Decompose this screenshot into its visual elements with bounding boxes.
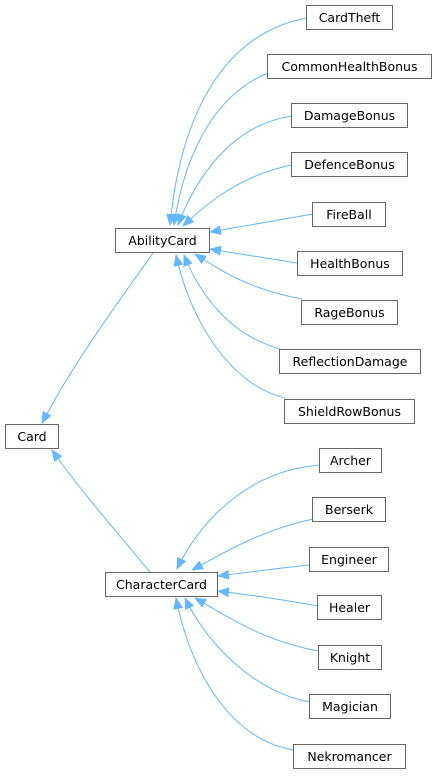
node-label-shieldrowbonus: ShieldRowBonus (298, 404, 401, 419)
edge-fireball-to-abilitycard (209, 213, 314, 236)
node-label-card: Card (17, 429, 46, 444)
node-label-nekromancer: Nekromancer (307, 749, 392, 764)
edge-nekromancer-to-charactercard (173, 597, 295, 751)
edge-engineer-to-charactercard (217, 564, 310, 580)
edge-healthbonus-to-abilitycard (209, 245, 298, 264)
edge-healer-to-charactercard (217, 587, 319, 607)
edge-knight-to-charactercard (194, 597, 319, 652)
node-engineer[interactable]: Engineer (309, 547, 389, 572)
node-berserk[interactable]: Berserk (312, 497, 386, 522)
node-label-berserk: Berserk (325, 502, 374, 517)
node-label-healer: Healer (329, 600, 371, 615)
node-label-magician: Magician (322, 699, 378, 714)
edge-ragebonus-to-abilitycard (194, 253, 303, 300)
node-damagebonus[interactable]: DamageBonus (291, 103, 408, 128)
node-shieldrowbonus[interactable]: ShieldRowBonus (284, 399, 415, 424)
node-label-knight: Knight (330, 650, 370, 665)
node-archer[interactable]: Archer (319, 448, 382, 473)
edge-shieldrowbonus-to-abilitycard (173, 254, 286, 399)
node-label-fireball: FireBall (326, 207, 372, 222)
node-label-cardtheft: CardTheft (319, 10, 381, 25)
edge-magician-to-charactercard (184, 597, 310, 703)
node-defencebonus[interactable]: DefenceBonus (291, 152, 408, 177)
node-fireball[interactable]: FireBall (312, 202, 386, 227)
edge-abilitycard-to-card (41, 252, 154, 424)
edge-defencebonus-to-abilitycard (182, 164, 293, 227)
node-ragebonus[interactable]: RageBonus (301, 300, 398, 325)
node-reflectiondamage[interactable]: ReflectionDamage (279, 349, 421, 374)
node-label-charactercard: CharacterCard (116, 577, 207, 592)
node-knight[interactable]: Knight (318, 645, 382, 670)
edge-cardtheft-to-abilitycard (166, 17, 307, 226)
class-nodes: Card AbilityCard CharacterCard CardTheft… (5, 5, 432, 769)
node-healthbonus[interactable]: HealthBonus (297, 251, 403, 276)
edge-reflectiondamage-to-abilitycard (183, 254, 281, 350)
node-label-defencebonus: DefenceBonus (304, 157, 394, 172)
node-magician[interactable]: Magician (309, 694, 391, 719)
edge-archer-to-charactercard (176, 464, 321, 570)
node-cardtheft[interactable]: CardTheft (306, 5, 393, 30)
node-label-abilitycard: AbilityCard (128, 233, 196, 248)
node-abilitycard[interactable]: AbilityCard (115, 228, 210, 253)
node-label-healthbonus: HealthBonus (310, 256, 390, 271)
edge-damagebonus-to-abilitycard (177, 115, 293, 226)
node-card[interactable]: Card (5, 424, 59, 449)
node-nekromancer[interactable]: Nekromancer (293, 744, 406, 769)
node-label-commonhealthbonus: CommonHealthBonus (282, 59, 418, 74)
node-commonhealthbonus[interactable]: CommonHealthBonus (267, 54, 432, 79)
node-charactercard[interactable]: CharacterCard (105, 572, 218, 597)
edge-berserk-to-charactercard (191, 518, 314, 571)
node-label-engineer: Engineer (321, 552, 378, 567)
inheritance-edges (41, 17, 321, 751)
node-label-ragebonus: RageBonus (314, 305, 384, 320)
node-label-archer: Archer (330, 453, 372, 468)
edge-commonhealthbonus-to-abilitycard (170, 66, 290, 226)
node-healer[interactable]: Healer (317, 595, 382, 620)
node-label-damagebonus: DamageBonus (304, 108, 395, 123)
edge-charactercard-to-card (51, 449, 151, 573)
node-label-reflectiondamage: ReflectionDamage (293, 354, 408, 369)
